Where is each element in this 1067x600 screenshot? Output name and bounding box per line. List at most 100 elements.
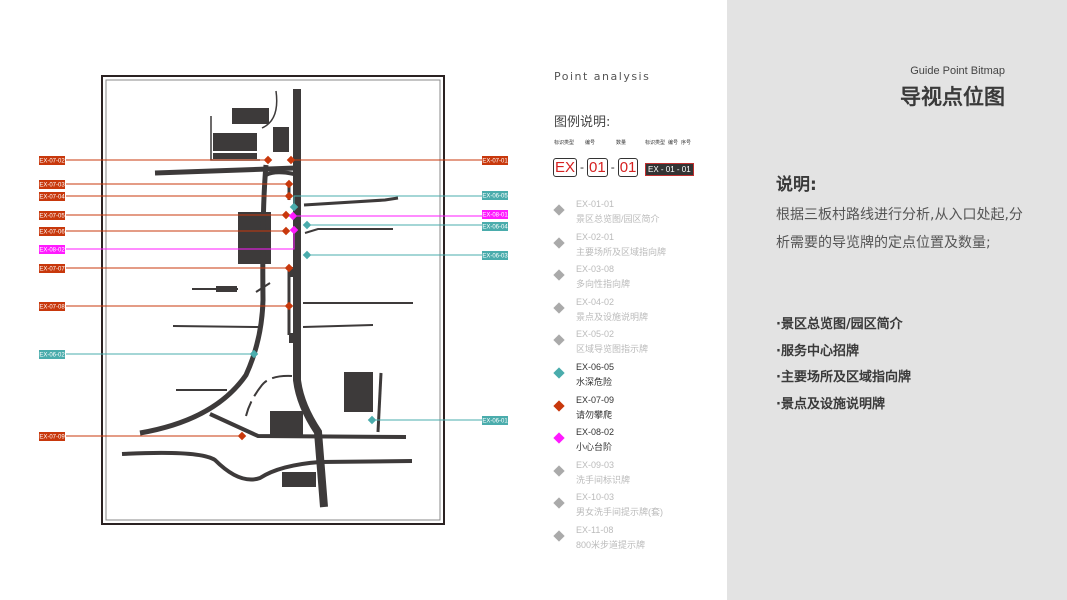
legend-name: 多向性指向牌	[576, 279, 631, 290]
legend-text: EX-07-09 请勿攀爬	[576, 393, 723, 423]
diamond-icon	[553, 236, 565, 249]
map-tag-label: EX-07-08	[39, 303, 65, 310]
marker-teal	[302, 220, 312, 230]
map-tag-label: EX-08-01	[482, 211, 508, 218]
legend-title: 图例说明:	[554, 115, 611, 130]
legend-text: EX-06-05 水深危险	[576, 360, 723, 390]
map-tag: EX-06-02	[39, 350, 65, 359]
leader-lines	[66, 159, 482, 437]
diamond-icon	[553, 204, 565, 216]
diamond-icon	[553, 432, 565, 444]
sign-markers	[237, 155, 377, 441]
legend-name: 水深危险	[576, 376, 613, 387]
legend-code: EX-05-02	[576, 329, 615, 340]
marker-teal	[249, 349, 259, 359]
map-tag-label: EX-06-01	[482, 417, 508, 424]
code-label-text: 数量	[616, 140, 626, 146]
legend-item: EX-08-02 小心台阶	[553, 425, 723, 458]
map-tag: EX-07-02	[39, 156, 65, 165]
section-title: Point analysis	[554, 70, 651, 83]
map-tag: EX-08-01	[482, 210, 508, 219]
legend-code: EX-09-03	[576, 459, 615, 470]
map-tag-label: EX-07-01	[482, 157, 508, 164]
code-label-text: 编号	[585, 140, 595, 146]
diamond-icon	[553, 399, 565, 412]
marker-teal	[367, 415, 377, 425]
diamond-icon	[553, 497, 565, 510]
legend-item: EX-04-02 景点及设施说明牌	[553, 295, 723, 328]
map-tag-label: EX-08-02	[39, 246, 65, 253]
marker-red	[284, 179, 294, 189]
map-tag: EX-07-09	[39, 432, 65, 441]
marker-teal	[289, 202, 299, 212]
map-tag-label: EX-06-03	[482, 252, 508, 259]
map-tag: EX-06-04	[482, 222, 508, 231]
map-tag: EX-06-03	[482, 251, 508, 260]
map-tag: EX-07-03	[39, 180, 65, 189]
map-tag: EX-07-07	[39, 264, 65, 273]
marker-red	[284, 191, 294, 201]
legend-item: EX-06-05 水深危险	[553, 360, 723, 393]
diamond-icon	[553, 302, 565, 314]
code-label-text: 序号	[681, 140, 691, 146]
map-tag-label: EX-06-04	[482, 223, 508, 230]
legend-name: 景点及设施说明牌	[576, 311, 649, 322]
map-tag: EX-07-08	[39, 302, 65, 311]
diamond-icon	[553, 530, 565, 542]
legend-code: EX-07-09	[576, 394, 615, 405]
legend-item: EX-07-09 请勿攀爬	[553, 393, 723, 426]
map-tag-label: EX-07-04	[39, 193, 65, 200]
legend-name: 请勿攀爬	[576, 409, 613, 420]
legend-item: EX-05-02 区域导览图指示牌	[553, 327, 723, 360]
legend-code: EX-08-02	[576, 427, 615, 438]
legend-item: EX-03-08 多向性指向牌	[553, 262, 723, 295]
page-subtitle: Guide Point Bitmap	[910, 65, 1005, 77]
legend-code: EX-06-05	[576, 361, 615, 372]
marker-red	[237, 431, 247, 441]
map-tag: EX-07-04	[39, 192, 65, 201]
bullet-item: ·景点及设施说明牌	[776, 396, 885, 412]
code-sep: -	[610, 160, 615, 174]
marker-red	[263, 155, 273, 165]
legend-code: EX-11-08	[576, 524, 614, 535]
legend-code: EX-02-01	[576, 231, 615, 242]
marker-magenta	[289, 225, 299, 235]
info-panel: Guide Point Bitmap 导视点位图 说明: 根据三板村路线进行分析…	[727, 0, 1067, 600]
map-tag-label: EX-07-07	[39, 265, 65, 272]
marker-red	[284, 301, 294, 311]
code-label-text: 编号	[668, 140, 678, 146]
legend-code: EX-10-03	[576, 492, 615, 503]
map-tag-label: EX-06-02	[39, 351, 65, 358]
description-text: 根据三板村路线进行分析,从入口处起,分析需要的导览牌的定点位置及数量;	[776, 207, 1023, 251]
map-tag: EX-06-01	[482, 416, 508, 425]
legend-code: EX-03-08	[576, 264, 615, 275]
page-title: 导视点位图	[900, 85, 1005, 109]
code-dark: EX - 01 - 01	[645, 163, 694, 176]
map-tag-label: EX-06-05	[482, 192, 508, 199]
legend-code: EX-04-02	[576, 296, 615, 307]
legend-name: 小心台阶	[576, 442, 613, 453]
map-tag-label: EX-07-06	[39, 228, 65, 235]
map-tag-label: EX-07-03	[39, 181, 65, 188]
site-map	[66, 75, 482, 525]
bullet-item: ·服务中心招牌	[776, 343, 859, 359]
legend-text: EX-04-02 景点及设施说明牌	[576, 295, 723, 325]
marker-red	[281, 226, 291, 236]
bullet-item: ·景区总览图/园区简介	[776, 317, 903, 332]
bullet-item: ·主要场所及区域指向牌	[776, 370, 911, 385]
marker-red	[286, 155, 296, 165]
diamond-icon	[553, 465, 565, 477]
map-tag: EX-07-05	[39, 211, 65, 220]
legend-name: 区域导览图指示牌	[576, 344, 649, 355]
legend-name: 景区总览图/园区简介	[576, 214, 660, 224]
roads	[121, 89, 413, 508]
